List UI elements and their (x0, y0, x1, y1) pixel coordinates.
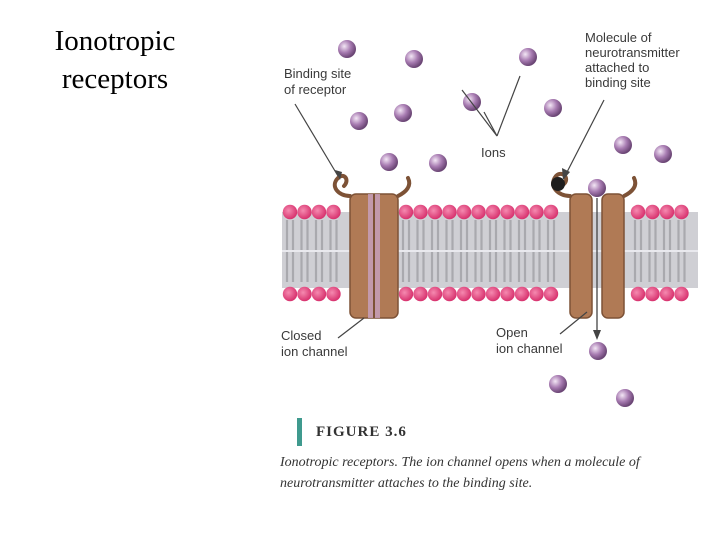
lipid-head (630, 286, 646, 302)
lipid-head (514, 204, 530, 220)
slide-title: Ionotropic receptors (20, 22, 210, 98)
closed-ion-channel (332, 173, 412, 319)
lipid-head (442, 286, 457, 302)
lipid-heads (282, 204, 689, 302)
closed-channel-label: Closed ion channel (281, 328, 348, 359)
ion (616, 389, 634, 407)
figure-caption: Ionotropic receptors. The ion channel op… (280, 455, 640, 491)
lipid-head (659, 286, 675, 302)
lipid-head (326, 286, 341, 302)
lipid-head (485, 286, 501, 302)
ion (405, 50, 423, 68)
lipid-head (674, 286, 689, 302)
lipid-head (413, 286, 428, 302)
lipid-head (485, 204, 501, 220)
lipid-head (514, 286, 530, 302)
lipid-head (500, 204, 515, 220)
ion (549, 375, 567, 393)
lipid-head (471, 286, 486, 302)
lipid-head (500, 286, 515, 302)
figure-accent-bar (297, 418, 302, 446)
lipid-head (282, 204, 298, 220)
title-line-2: receptors (61, 63, 169, 95)
lipid-head (311, 204, 327, 220)
ion (350, 112, 368, 130)
lipid-head (645, 204, 660, 220)
molecule-label: Molecule of neurotransmitter attached to… (585, 30, 683, 90)
lipid-head (427, 204, 443, 220)
lipid-head (297, 286, 312, 302)
ion (380, 153, 398, 171)
lipid-head (326, 204, 341, 220)
binding-site-label: Binding site of receptor (284, 66, 355, 97)
lipid-head (398, 286, 414, 302)
lipid-head (413, 204, 428, 220)
ions-label: Ions (481, 145, 506, 160)
lipid-head (529, 286, 544, 302)
title-line-1: Ionotropic (54, 25, 176, 57)
lipid-tails (282, 220, 698, 282)
lipid-head (674, 204, 689, 220)
lipid-head (630, 204, 646, 220)
figure-number: FIGURE 3.6 (316, 424, 407, 440)
ion (394, 104, 412, 122)
lipid-head (529, 204, 544, 220)
neurotransmitter-molecule (551, 177, 565, 191)
lipid-head (442, 204, 457, 220)
open-ion-channel (551, 171, 638, 340)
lipid-head (282, 286, 298, 302)
lipid-head (311, 286, 327, 302)
lipid-head (297, 204, 312, 220)
ion (429, 154, 447, 172)
ion (544, 99, 562, 117)
lipid-head (427, 286, 443, 302)
lipid-head (456, 286, 472, 302)
lipid-head (471, 204, 486, 220)
lipid-head (659, 204, 675, 220)
open-channel-label: Open ion channel (496, 325, 563, 356)
lipid-head (645, 286, 660, 302)
ion (654, 145, 672, 163)
ion (588, 179, 606, 197)
ion (338, 40, 356, 58)
ion (614, 136, 632, 154)
lipid-head (543, 204, 559, 220)
ion (519, 48, 537, 66)
lipid-head (456, 204, 472, 220)
ion (589, 342, 607, 360)
pointer-lines (294, 75, 605, 339)
lipid-head (398, 204, 414, 220)
lipid-head (543, 286, 559, 302)
